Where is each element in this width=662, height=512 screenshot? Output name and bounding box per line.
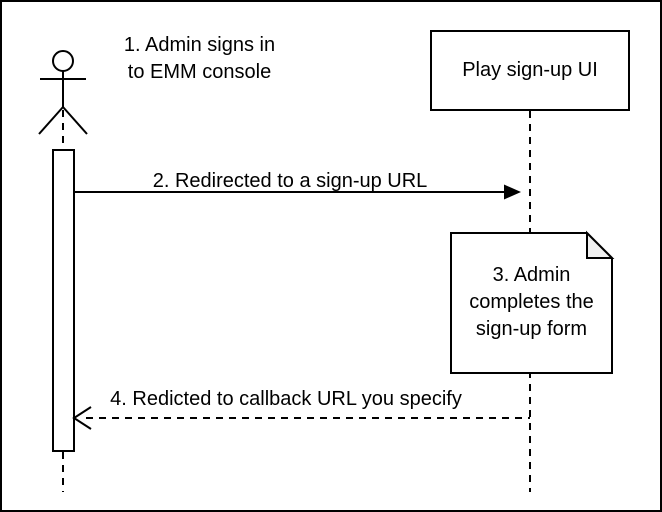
actor-left-leg xyxy=(38,106,64,135)
message4-label: 4. Redicted to callback URL you specify xyxy=(110,388,462,410)
message2-arrowhead-icon xyxy=(504,184,521,200)
note-fold-icon xyxy=(586,230,615,259)
participant-label: Play sign-up UI xyxy=(462,59,598,81)
note-label: 3. Admin completes the sign-up form xyxy=(469,264,594,340)
message2-label: 2. Redirected to a sign-up URL xyxy=(152,170,428,192)
actor-right-leg xyxy=(62,106,88,135)
actor-head xyxy=(52,50,74,72)
note-shape xyxy=(450,232,613,374)
activation-bar xyxy=(52,149,75,452)
message4-open-arrowhead-icon xyxy=(72,406,92,430)
stick-figure-icon xyxy=(38,50,88,135)
message1-label: 1. Admin signs in to EMM console xyxy=(123,34,276,83)
participant-box-play-signup-ui: Play sign-up UI xyxy=(430,30,630,111)
